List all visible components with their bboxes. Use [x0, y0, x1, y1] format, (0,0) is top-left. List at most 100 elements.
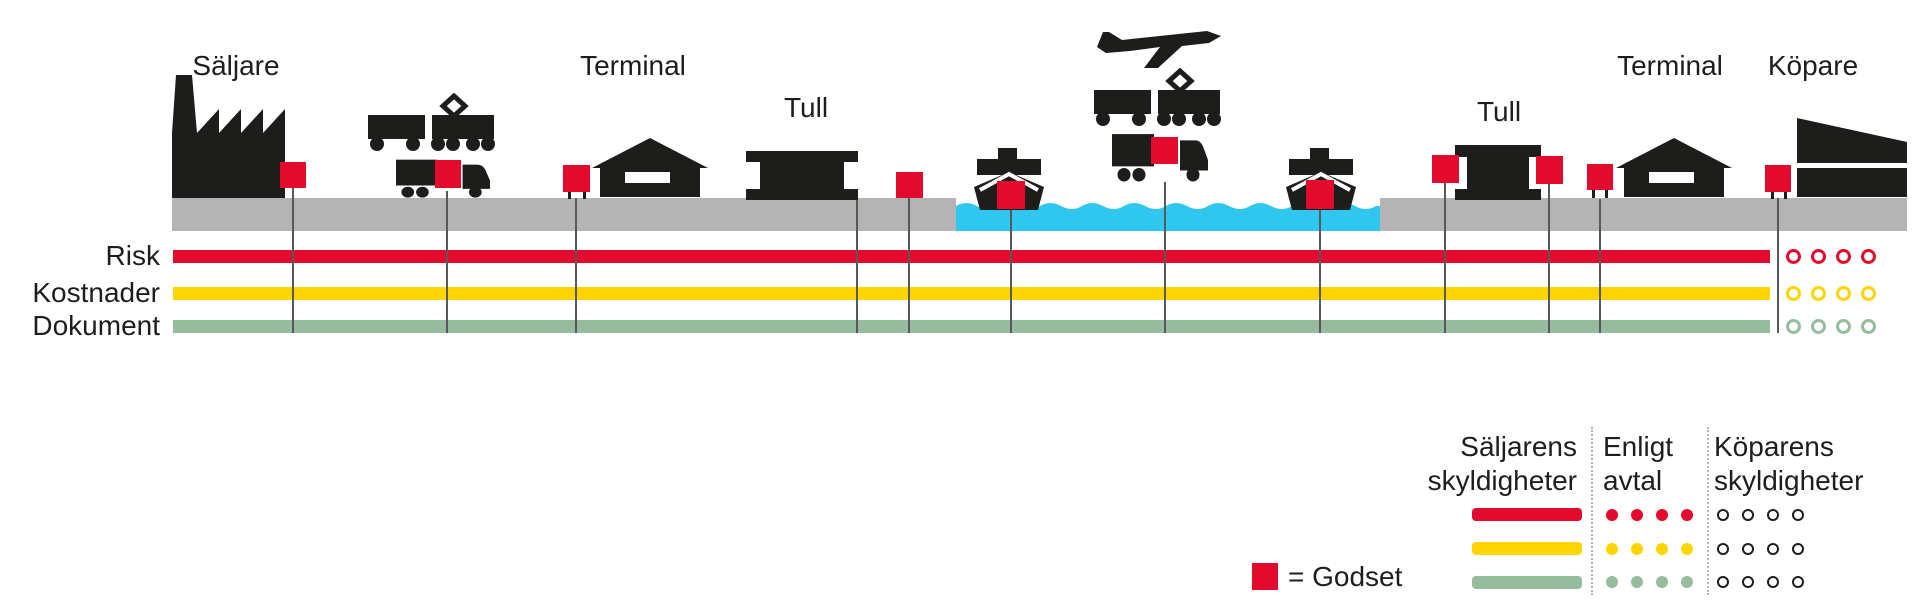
legend-agreement-line1: Enligt	[1603, 431, 1674, 462]
legend-buyer-header: Köparens skyldigheter	[1714, 430, 1863, 498]
marker-leg	[583, 191, 586, 199]
buyer-cost-circle	[1861, 286, 1876, 301]
station-label-tull-1: Tull	[783, 92, 829, 123]
legend-seller-line2: skyldigheter	[1427, 465, 1577, 496]
road-right	[1380, 198, 1907, 231]
legend-agreement-line2: avtal	[1603, 465, 1663, 496]
factory-icon	[172, 75, 285, 198]
legend-open-circle	[1742, 509, 1754, 521]
legend-open-circle	[1717, 509, 1729, 521]
freight-train-icon	[368, 93, 495, 151]
legend-open-circle	[1767, 543, 1779, 555]
risk-bar	[173, 250, 1770, 263]
legend-agreement-header: Enligt avtal	[1603, 430, 1673, 498]
legend-dot	[1606, 509, 1618, 521]
station-label-saljare: Säljare	[192, 50, 280, 81]
row-label-risk: Risk	[105, 240, 160, 271]
legend-open-circle	[1717, 543, 1729, 555]
goods-marker	[1536, 156, 1563, 184]
marker-leg	[1771, 191, 1774, 199]
buyer-cost-circle	[1836, 286, 1851, 301]
marker-leg	[568, 191, 571, 199]
handover-line	[292, 187, 294, 333]
marker-leg	[1784, 191, 1787, 199]
station-label-tull-2: Tull	[1476, 96, 1522, 127]
legend-buyer-line2: skyldigheter	[1714, 465, 1864, 496]
buyer-document-circle	[1786, 319, 1801, 334]
buyer-document-circle	[1836, 319, 1851, 334]
legend-cost-bar	[1472, 542, 1582, 555]
buyer-building-icon	[1797, 118, 1907, 197]
warehouse-icon	[1616, 138, 1732, 197]
legend-document-bar	[1472, 576, 1582, 589]
legend-seller-header: Säljarens skyldigheter	[1377, 430, 1577, 498]
legend-open-circle	[1717, 576, 1729, 588]
goods-marker	[563, 165, 590, 192]
goods-marker	[896, 172, 923, 198]
legend-open-circle	[1742, 576, 1754, 588]
goods-marker	[1765, 165, 1791, 192]
buyer-risk-circle	[1786, 249, 1801, 264]
buyer-document-circle	[1861, 319, 1876, 334]
warehouse-icon	[592, 138, 708, 197]
marker-leg	[1605, 190, 1608, 198]
legend-dot	[1681, 543, 1693, 555]
legend-dot	[1656, 576, 1668, 588]
goods-marker	[997, 181, 1025, 209]
handover-line	[1599, 199, 1601, 333]
buyer-risk-circle	[1861, 249, 1876, 264]
kostnader-bar	[173, 287, 1770, 300]
buyer-risk-circle	[1811, 249, 1826, 264]
goods-marker	[1432, 155, 1459, 183]
buyer-risk-circle	[1836, 249, 1851, 264]
row-label-kostnader: Kostnader	[32, 277, 160, 308]
station-label-terminal-2: Terminal	[1617, 50, 1723, 81]
customs-icon	[1455, 145, 1541, 200]
legend-open-circle	[1792, 509, 1804, 521]
truck-icon	[1112, 134, 1208, 182]
legend-dot	[1631, 576, 1643, 588]
legend-open-circle	[1767, 509, 1779, 521]
legend-dot	[1606, 543, 1618, 555]
buyer-document-circle	[1811, 319, 1826, 334]
goods-marker-key	[1252, 563, 1278, 590]
legend-separator	[1707, 427, 1709, 595]
legend-seller-line1: Säljarens	[1460, 431, 1577, 462]
goods-marker	[280, 162, 306, 188]
legend-dot	[1631, 509, 1643, 521]
handover-line	[1319, 209, 1321, 333]
station-label-kopare: Köpare	[1767, 50, 1859, 81]
legend-dot	[1656, 543, 1668, 555]
legend-dot	[1681, 509, 1693, 521]
marker-leg	[1592, 190, 1595, 198]
legend-open-circle	[1742, 543, 1754, 555]
goods-marker	[1587, 164, 1613, 190]
goods-marker	[1151, 137, 1178, 164]
airplane-icon	[1097, 31, 1221, 68]
handover-line	[1777, 198, 1779, 333]
legend-risk-bar	[1472, 508, 1582, 521]
legend-open-circle	[1767, 576, 1779, 588]
buyer-cost-circle	[1811, 286, 1826, 301]
legend-dot	[1656, 509, 1668, 521]
buyer-cost-circle	[1786, 286, 1801, 301]
water-icon	[956, 203, 1380, 231]
handover-line	[1010, 209, 1012, 333]
legend-dot	[1606, 576, 1618, 588]
road-left	[172, 198, 956, 231]
goods-marker	[435, 160, 461, 188]
legend-open-circle	[1792, 576, 1804, 588]
freight-train-icon	[1094, 68, 1221, 126]
station-label-terminal-1: Terminal	[580, 50, 686, 81]
handover-line	[575, 198, 577, 333]
godset-key-label: = Godset	[1288, 561, 1403, 592]
handover-line	[446, 191, 448, 333]
truck-icon	[396, 159, 490, 198]
handover-line	[908, 197, 910, 333]
legend-buyer-line1: Köparens	[1714, 431, 1834, 462]
goods-marker	[1306, 180, 1334, 209]
handover-line	[1164, 182, 1166, 333]
handover-line	[1444, 183, 1446, 333]
legend-separator	[1591, 427, 1593, 595]
